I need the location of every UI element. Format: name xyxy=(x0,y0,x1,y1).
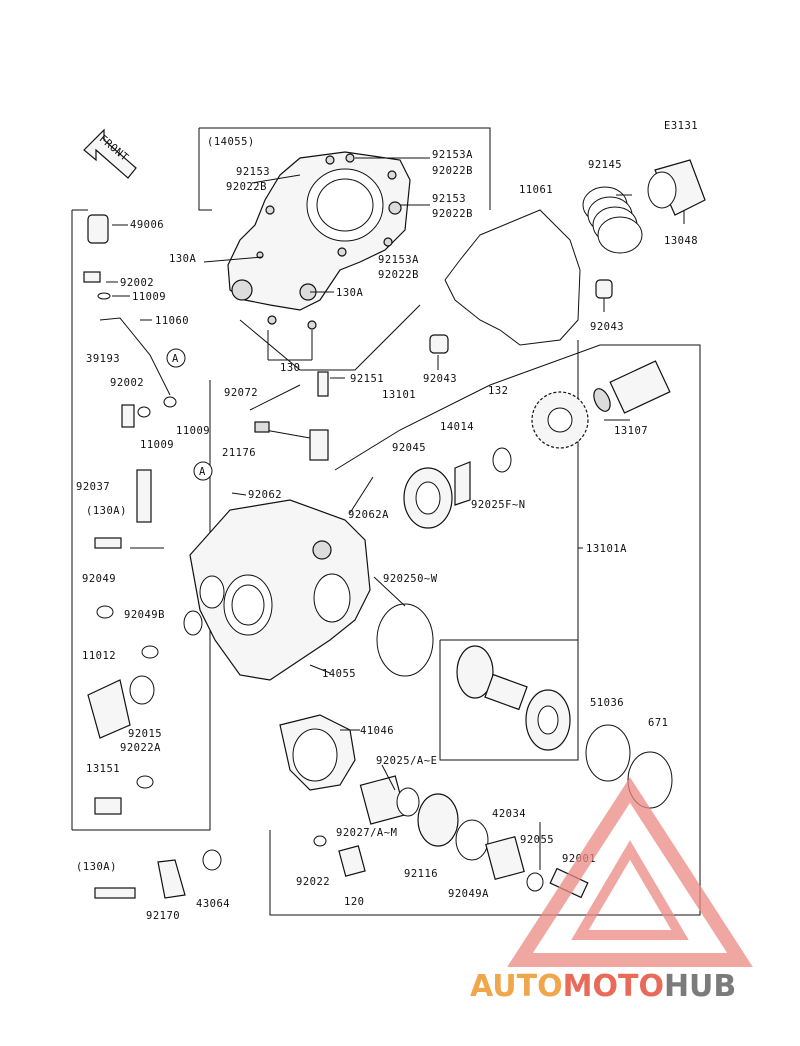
label-92043: 92043 xyxy=(590,321,624,333)
front-arrow-icon: FRONT xyxy=(83,128,137,179)
label-11060: 11060 xyxy=(155,315,189,327)
label-14055-ref: (14055) xyxy=(207,136,255,148)
label-11009: 11009 xyxy=(132,291,166,303)
label-43064: 43064 xyxy=(196,898,230,910)
label-11009: 11009 xyxy=(140,439,174,451)
label-92062a: 92062A xyxy=(348,509,389,521)
label-92055: 92055 xyxy=(520,834,554,846)
frame-lines xyxy=(71,127,701,916)
label-42034: 42034 xyxy=(492,808,526,820)
cover-14055 xyxy=(227,151,411,330)
label-13151: 13151 xyxy=(86,763,120,775)
leader-lines xyxy=(106,157,685,870)
label-130a: 130A xyxy=(336,287,363,299)
sensor-21176 xyxy=(254,421,329,461)
label-92153: 92153 xyxy=(432,193,466,205)
inset-gear-13101a xyxy=(456,645,571,751)
label-92153: 92153 xyxy=(236,166,270,178)
label-92002: 92002 xyxy=(120,277,154,289)
label-13101a: 13101A xyxy=(586,543,627,555)
label-11061: 11061 xyxy=(519,184,553,196)
label-92072: 92072 xyxy=(224,387,258,399)
label-92015: 92015 xyxy=(128,728,162,740)
gasket-920250w xyxy=(376,603,434,677)
label-92116: 92116 xyxy=(404,868,438,880)
label-92022b: 92022B xyxy=(226,181,267,193)
sleeve-13048 xyxy=(647,159,706,216)
watermark-logo-icon xyxy=(507,777,753,967)
label-92027am: 92027/A~M xyxy=(336,827,397,839)
label-14055: 14055 xyxy=(322,668,356,680)
label-13048: 13048 xyxy=(664,235,698,247)
gear-13101 xyxy=(531,391,589,449)
label-92153a: 92153A xyxy=(378,254,419,266)
ref-a-circle-2 xyxy=(193,461,213,481)
label-92043: 92043 xyxy=(423,373,457,385)
label-130a: 130A xyxy=(169,253,196,265)
label-92062: 92062 xyxy=(248,489,282,501)
label-ref-a: A xyxy=(172,353,179,365)
label-13107: 13107 xyxy=(614,425,648,437)
housing-14055 xyxy=(189,499,371,681)
bolt-92151 xyxy=(317,371,329,397)
label-92049a: 92049A xyxy=(448,888,489,900)
label-130a-ref: (130A) xyxy=(86,505,127,517)
label-92037: 92037 xyxy=(76,481,110,493)
bearing-92045 xyxy=(403,467,453,529)
diagram-code: E3131 xyxy=(664,120,698,132)
label-92002: 92002 xyxy=(110,377,144,389)
label-132: 132 xyxy=(488,385,508,397)
label-130a-ref: (130A) xyxy=(76,861,117,873)
label-92151: 92151 xyxy=(350,373,384,385)
label-92025ae: 92025/A~E xyxy=(376,755,437,767)
label-39193: 39193 xyxy=(86,353,120,365)
shaft-13107 xyxy=(593,360,671,414)
label-920250w: 920250~W xyxy=(383,573,438,585)
label-21176: 21176 xyxy=(222,447,256,459)
label-92170: 92170 xyxy=(146,910,180,922)
label-92022a: 92022A xyxy=(120,742,161,754)
callout-labels: (14055) 92153A 92022B 92153 92022B 92153… xyxy=(76,136,698,922)
label-92022b: 92022B xyxy=(378,269,419,281)
label-49006: 49006 xyxy=(130,219,164,231)
gasket-11061 xyxy=(444,209,581,346)
lower-assembly xyxy=(279,714,673,899)
label-92022b: 92022B xyxy=(432,165,473,177)
watermark-text: AUTOMOTOHUB xyxy=(470,969,736,1004)
label-11009: 11009 xyxy=(176,425,210,437)
left-parts xyxy=(83,214,222,899)
label-92022b: 92022B xyxy=(432,208,473,220)
bushing-92043b xyxy=(429,334,449,354)
label-11012: 11012 xyxy=(82,650,116,662)
ref-a-circle xyxy=(166,348,186,368)
label-130: 130 xyxy=(280,362,300,374)
label-92049: 92049 xyxy=(82,573,116,585)
label-671: 671 xyxy=(648,717,668,729)
label-13101: 13101 xyxy=(382,389,416,401)
label-51036: 51036 xyxy=(590,697,624,709)
label-92022: 92022 xyxy=(296,876,330,888)
label-120: 120 xyxy=(344,896,364,908)
spring-92145 xyxy=(582,186,643,254)
bushing-92043a xyxy=(595,279,613,299)
plate-14014 xyxy=(454,461,471,506)
label-41046: 41046 xyxy=(360,725,394,737)
label-14014: 14014 xyxy=(440,421,474,433)
label-ref-a: A xyxy=(199,466,206,478)
label-92153a: 92153A xyxy=(432,149,473,161)
label-92049b: 92049B xyxy=(124,609,165,621)
strap-92072 xyxy=(249,384,301,411)
label-92045: 92045 xyxy=(392,442,426,454)
label-92145: 92145 xyxy=(588,159,622,171)
shim-92025fn xyxy=(492,447,512,473)
label-92025fn: 92025F~N xyxy=(471,499,526,511)
